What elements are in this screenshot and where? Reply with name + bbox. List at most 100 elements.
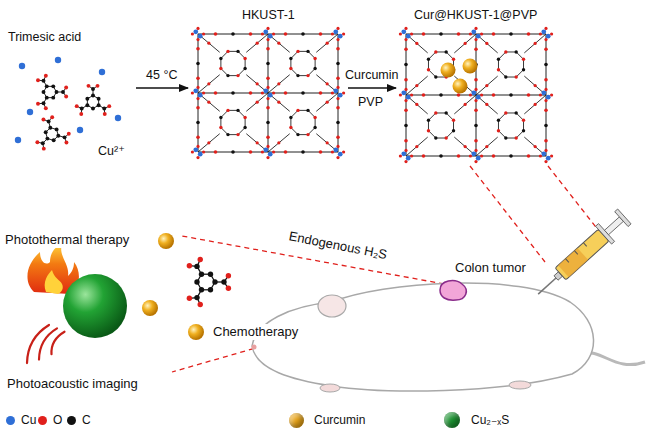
atom-dot (236, 133, 239, 136)
atom-dot (480, 32, 483, 35)
atom-dot (457, 93, 461, 97)
bond-line (246, 75, 268, 93)
atom-dot (221, 279, 226, 284)
atom-dot (272, 91, 275, 94)
atom-dot (504, 50, 507, 53)
tumor-label: Colon tumor (454, 260, 527, 276)
atom-dot (319, 150, 323, 154)
atom-dot (296, 50, 299, 53)
arrow-label: Curcumin (344, 67, 400, 83)
atom-dot (202, 91, 205, 94)
atom-dot (236, 109, 239, 112)
atom-dot (272, 32, 275, 35)
bond-line (246, 93, 268, 111)
atom-dot (471, 29, 476, 34)
atom-dot (193, 29, 198, 34)
atom-dot (471, 151, 476, 156)
atom-dot (333, 29, 338, 34)
atom-dot (474, 47, 478, 51)
atom-dot (55, 127, 59, 131)
atom-dot (42, 147, 46, 151)
atom-dot (514, 50, 517, 53)
atom-dot (219, 126, 222, 129)
atom-dot (410, 154, 413, 157)
atom-dot (546, 156, 551, 161)
bond-line (524, 95, 546, 114)
atom-dot (319, 91, 323, 95)
cu-ion (19, 63, 25, 69)
atom-dot (268, 34, 273, 39)
atom-dot (514, 111, 517, 114)
atom-dot (338, 34, 343, 39)
atom-dot (434, 136, 437, 139)
atom-dot (522, 119, 525, 122)
atom-dot (406, 34, 411, 39)
atom-dot (194, 264, 199, 269)
function-label: Photothermal therapy (4, 232, 130, 248)
atom-dot (202, 32, 205, 35)
atom-dot (415, 145, 418, 148)
atom-dot (326, 42, 329, 45)
atom-dot (263, 29, 268, 34)
atom-dot (219, 57, 222, 60)
atom-dot (207, 101, 210, 104)
atom-dot (96, 84, 100, 88)
atom-dot (476, 156, 481, 161)
atom-dot (47, 119, 51, 123)
atom-dot (61, 90, 65, 94)
atom-dot (338, 93, 343, 98)
atom-dot (196, 86, 199, 89)
atom-dot (544, 99, 547, 102)
atom-dot (284, 32, 288, 36)
atom-dot (91, 87, 95, 91)
atom-dot (485, 84, 488, 87)
atom-dot (45, 137, 49, 141)
atom-dot (476, 34, 481, 39)
atom-dot (546, 34, 551, 39)
atom-dot (331, 32, 334, 35)
atom-dot (187, 263, 192, 268)
atom-dot (471, 90, 476, 95)
atom-dot (313, 57, 316, 60)
atom-dot (107, 104, 111, 108)
figure-group: Trimesic acidCu²⁺ (4, 30, 134, 162)
atom-dot (522, 129, 525, 132)
atom-dot (266, 47, 270, 51)
atom-dot (187, 296, 192, 301)
atom-dot (196, 97, 199, 100)
atom-dot (266, 62, 270, 66)
atom-dot (452, 119, 455, 122)
atom-dot (289, 57, 292, 60)
atom-dot (266, 145, 269, 148)
atom-dot (284, 91, 288, 95)
atom-dot (415, 84, 418, 87)
atom-dot (202, 150, 205, 153)
atom-dot (266, 106, 270, 110)
atom-dot (214, 32, 218, 36)
atom-dot (85, 103, 89, 107)
atom-dot (64, 141, 68, 145)
atom-dot (50, 115, 54, 119)
legend-swatch (38, 416, 47, 425)
figure-group: HKUST-1 (190, 8, 346, 160)
atom-dot (51, 96, 55, 100)
legend-text: C (82, 413, 91, 427)
atom-dot (266, 38, 269, 41)
atom-dot (191, 91, 194, 94)
atom-dot (336, 97, 339, 100)
bond-line (476, 76, 498, 95)
atom-dot (91, 94, 95, 98)
atom-dot (404, 47, 408, 51)
atom-dot (469, 32, 472, 35)
atom-dot (544, 38, 547, 41)
atom-dot (289, 126, 292, 129)
atom-dot (196, 106, 200, 110)
atom-dot (97, 103, 101, 107)
molecules (15, 57, 121, 151)
legend-swatch (444, 412, 460, 428)
atom-dot (457, 32, 461, 36)
atom-dot (497, 68, 500, 71)
legend-swatch (289, 413, 304, 428)
atom-dot (485, 103, 488, 106)
atom-dot (263, 147, 268, 152)
